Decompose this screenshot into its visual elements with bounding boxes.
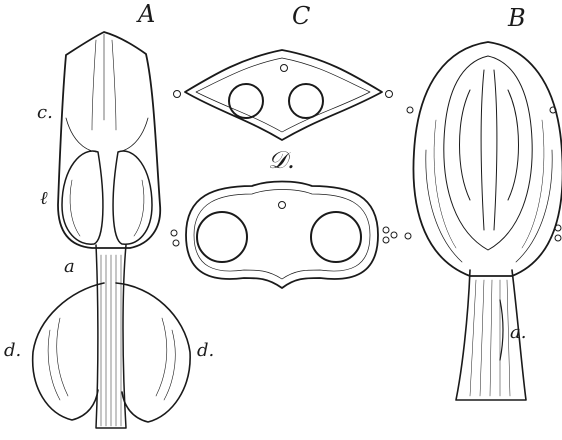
specimen-a [33,32,190,428]
section-c-outline [185,50,382,140]
specimen-b-body [413,42,562,276]
specimen-a-upper-body [58,32,160,248]
label-d-left: d. [4,342,21,360]
panel-label-b: B [508,6,526,30]
label-d-right: d. [197,342,214,360]
section-c [174,50,393,140]
section-d-locule-right [311,212,361,262]
panel-label-d: 𝒟. [268,148,295,172]
specimen-a-lower-lobe-right [116,283,190,422]
specimen-b [405,42,562,400]
label-a-stalk-b: a. [510,324,526,342]
label-anther: ℓ [40,190,48,208]
label-a-stalk: a [64,258,75,276]
section-d [171,182,397,289]
specimen-a-anther-left [62,151,103,244]
label-c-pocket: c. [37,104,53,122]
panel-label-c: C [292,4,310,28]
section-d-locule-left [197,212,247,262]
specimen-a-anther-right [113,151,152,244]
section-c-locule-right [289,84,323,118]
specimen-a-lower-lobe-left [33,283,104,420]
section-d-outline [186,182,378,289]
section-c-locule-left [229,84,263,118]
panel-label-a: A [138,2,155,26]
